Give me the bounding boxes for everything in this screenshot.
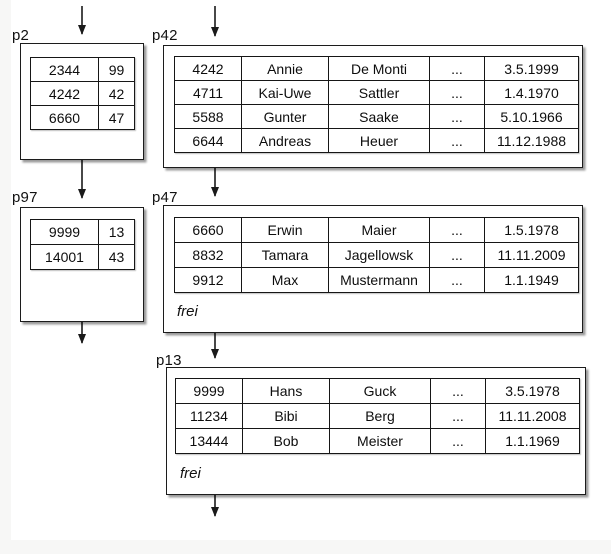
last-name-cell: Sattler — [328, 80, 430, 105]
page-box-p97: 9999 13 14001 43 — [20, 207, 144, 322]
date-cell: 11.11.2009 — [484, 242, 579, 268]
page-ref-cell: 47 — [98, 105, 135, 130]
record-id-cell: 8832 — [174, 242, 242, 268]
page-label-p97: p97 — [12, 189, 38, 206]
page-ref-cell: 13 — [98, 219, 135, 245]
table-row: 5588 Gunter Saake ... 5.10.1966 — [174, 104, 579, 129]
record-id-cell: 6660 — [174, 217, 242, 243]
page-label-p2: p2 — [12, 27, 30, 44]
first-name-cell: Tamara — [241, 242, 329, 268]
ellipsis-cell: ... — [429, 80, 485, 105]
free-space-label: frei — [177, 303, 198, 320]
last-name-cell: Heuer — [328, 128, 430, 153]
page-ref-cell: 99 — [98, 57, 135, 82]
ellipsis-cell: ... — [429, 267, 485, 293]
page-box-p47: 6660 Erwin Maier ... 1.5.1978 8832 Tamar… — [163, 205, 583, 333]
ellipsis-cell: ... — [429, 56, 485, 81]
table-row: 6644 Andreas Heuer ... 11.12.1988 — [174, 128, 579, 153]
table-row: 4242 42 — [30, 81, 135, 106]
ellipsis-cell: ... — [430, 403, 486, 429]
date-cell: 1.1.1949 — [484, 267, 579, 293]
record-id-cell: 9999 — [175, 378, 243, 404]
first-name-cell: Max — [241, 267, 329, 293]
free-space-label: frei — [180, 465, 201, 482]
last-name-cell: Jagellowsk — [328, 242, 430, 268]
record-id-cell: 6644 — [174, 128, 242, 153]
table-row: 11234 Bibi Berg ... 11.11.2008 — [175, 403, 580, 429]
table-row: 2344 99 — [30, 57, 135, 82]
date-cell: 11.12.1988 — [484, 128, 579, 153]
page-box-p2: 2344 99 4242 42 6660 47 — [20, 43, 144, 160]
date-cell: 1.1.1969 — [485, 428, 580, 454]
ellipsis-cell: ... — [430, 428, 486, 454]
page-box-p13: 9999 Hans Guck ... 3.5.1978 11234 Bibi B… — [166, 367, 586, 495]
first-name-cell: Hans — [242, 378, 330, 404]
first-name-cell: Erwin — [241, 217, 329, 243]
date-cell: 3.5.1978 — [485, 378, 580, 404]
first-name-cell: Annie — [241, 56, 329, 81]
last-name-cell: Maier — [328, 217, 430, 243]
ellipsis-cell: ... — [429, 217, 485, 243]
page-ref-cell: 42 — [98, 81, 135, 106]
first-name-cell: Bob — [242, 428, 330, 454]
key-cell: 4242 — [30, 81, 99, 106]
key-cell: 2344 — [30, 57, 99, 82]
page-label-p13: p13 — [156, 352, 182, 369]
last-name-cell: Saake — [328, 104, 430, 129]
date-cell: 3.5.1999 — [484, 56, 579, 81]
record-id-cell: 13444 — [175, 428, 243, 454]
page-label-p47: p47 — [152, 189, 178, 206]
table-row: 8832 Tamara Jagellowsk ... 11.11.2009 — [174, 242, 579, 268]
first-name-cell: Gunter — [241, 104, 329, 129]
record-id-cell: 5588 — [174, 104, 242, 129]
page-ref-cell: 43 — [98, 244, 135, 270]
last-name-cell: Meister — [329, 428, 431, 454]
first-name-cell: Andreas — [241, 128, 329, 153]
record-id-cell: 9912 — [174, 267, 242, 293]
ellipsis-cell: ... — [430, 378, 486, 404]
last-name-cell: Mustermann — [328, 267, 430, 293]
date-cell: 11.11.2008 — [485, 403, 580, 429]
last-name-cell: Berg — [329, 403, 431, 429]
p13-record-table: 9999 Hans Guck ... 3.5.1978 11234 Bibi B… — [175, 378, 580, 454]
table-row: 4711 Kai-Uwe Sattler ... 1.4.1970 — [174, 80, 579, 105]
first-name-cell: Bibi — [242, 403, 330, 429]
record-id-cell: 4242 — [174, 56, 242, 81]
table-row: 9999 Hans Guck ... 3.5.1978 — [175, 378, 580, 404]
table-row: 6660 47 — [30, 105, 135, 130]
p42-record-table: 4242 Annie De Monti ... 3.5.1999 4711 Ka… — [174, 56, 579, 153]
page-label-p42: p42 — [152, 27, 178, 44]
table-row: 9912 Max Mustermann ... 1.1.1949 — [174, 267, 579, 293]
key-cell: 9999 — [30, 219, 99, 245]
date-cell: 5.10.1966 — [484, 104, 579, 129]
last-name-cell: De Monti — [328, 56, 430, 81]
p47-record-table: 6660 Erwin Maier ... 1.5.1978 8832 Tamar… — [174, 217, 579, 293]
p97-index-table: 9999 13 14001 43 — [30, 219, 135, 270]
date-cell: 1.5.1978 — [484, 217, 579, 243]
table-row: 9999 13 — [30, 219, 135, 245]
ellipsis-cell: ... — [429, 128, 485, 153]
table-row: 6660 Erwin Maier ... 1.5.1978 — [174, 217, 579, 243]
table-row: 14001 43 — [30, 244, 135, 270]
table-row: 13444 Bob Meister ... 1.1.1969 — [175, 428, 580, 454]
first-name-cell: Kai-Uwe — [241, 80, 329, 105]
record-id-cell: 11234 — [175, 403, 243, 429]
table-row: 4242 Annie De Monti ... 3.5.1999 — [174, 56, 579, 81]
date-cell: 1.4.1970 — [484, 80, 579, 105]
key-cell: 6660 — [30, 105, 99, 130]
key-cell: 14001 — [30, 244, 99, 270]
p2-index-table: 2344 99 4242 42 6660 47 — [30, 57, 135, 130]
record-id-cell: 4711 — [174, 80, 242, 105]
page-box-p42: 4242 Annie De Monti ... 3.5.1999 4711 Ka… — [163, 45, 583, 168]
ellipsis-cell: ... — [429, 242, 485, 268]
last-name-cell: Guck — [329, 378, 431, 404]
ellipsis-cell: ... — [429, 104, 485, 129]
